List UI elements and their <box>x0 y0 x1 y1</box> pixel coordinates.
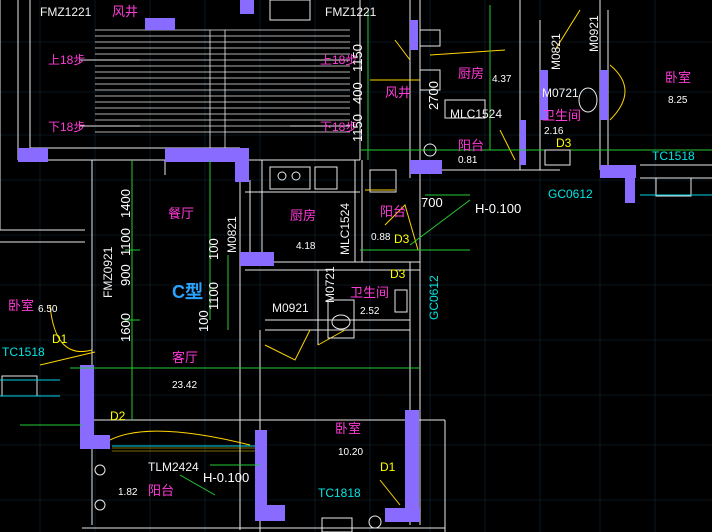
area-balcony-center: 0.88 <box>371 232 391 243</box>
area-bath-center: 2.52 <box>360 306 380 317</box>
window-lines <box>0 194 712 447</box>
dim-1100-right: 1100 <box>206 282 221 310</box>
room-kitchen-right: 厨房 <box>458 66 484 81</box>
room-bedroom-bottom: 卧室 <box>335 421 361 436</box>
area-bedroom-left: 6.50 <box>38 304 58 315</box>
dim-1400: 1400 <box>118 189 133 218</box>
tag-d1-bottom: D1 <box>380 460 396 474</box>
area-bedroom-right: 8.25 <box>668 95 688 106</box>
area-bath-right: 2.16 <box>544 126 564 137</box>
door-label-m0721-center: M0721 <box>323 266 337 303</box>
door-label-m0821-right: M0821 <box>549 33 563 70</box>
elevation-center: H-0.100 <box>475 201 521 216</box>
stair-arrows <box>80 59 350 127</box>
stair-down-right: 下18步 <box>320 120 357 134</box>
stair-treads <box>95 29 350 148</box>
dim-1150-lower: 1150 <box>350 114 365 142</box>
dim-100-upper: 100 <box>206 238 221 260</box>
dim-400: 400 <box>350 82 365 104</box>
balcony-hatch <box>112 447 255 452</box>
tag-d3-bath: D3 <box>390 267 406 281</box>
area-bedroom-bottom: 10.20 <box>338 447 363 458</box>
door-label-mlc-center: MLC1524 <box>338 203 352 255</box>
window-label-tc1818: TC1818 <box>318 486 361 500</box>
room-balcony-bottom: 阳台 <box>148 483 174 498</box>
door-label-m0721-right: M0721 <box>542 86 579 100</box>
dim-700: 700 <box>421 195 443 210</box>
door-label-fmz-right: FMZ1221 <box>325 5 377 19</box>
structural-columns <box>18 0 636 522</box>
shaft-label-left: 风井 <box>112 4 138 19</box>
area-kitchen-center: 4.18 <box>296 241 316 252</box>
unit-type-label: C型 <box>172 281 203 302</box>
room-balcony-center: 阳台 <box>380 204 406 219</box>
room-balcony-right: 阳台 <box>458 138 484 153</box>
window-label-tc1518-right: TC1518 <box>652 149 695 163</box>
stair-up-right: 上18步 <box>320 53 357 67</box>
area-balcony-right: 0.81 <box>458 155 478 166</box>
room-dining: 餐厅 <box>168 206 194 221</box>
tag-d1-left: D1 <box>52 332 68 346</box>
door-swings <box>39 9 626 506</box>
dim-1150-upper: 1150 <box>350 44 365 72</box>
area-kitchen-right: 4.37 <box>492 74 512 85</box>
window-label-gc0612-right: GC0612 <box>548 187 593 201</box>
door-label-mlc-right: MLC1524 <box>450 107 502 121</box>
stair-down-left: 下18步 <box>48 120 85 134</box>
dim-1100-left: 1100 <box>118 228 133 256</box>
door-label-fmz-vertical: FMZ0921 <box>101 246 115 298</box>
window-label-gc0612-center: GC0612 <box>427 275 441 320</box>
room-living: 客厅 <box>172 350 198 365</box>
dim-100-lower: 100 <box>196 310 211 332</box>
area-living: 23.42 <box>172 380 197 391</box>
tag-d3-center: D3 <box>394 232 410 246</box>
room-bedroom-right: 卧室 <box>665 70 691 85</box>
door-label-fmz-left: FMZ1221 <box>40 5 92 19</box>
door-label-tlm: TLM2424 <box>148 460 199 474</box>
tag-d2: D2 <box>110 409 126 423</box>
door-label-m0921: M0921 <box>272 301 309 315</box>
door-label-m0921-top: M0921 <box>587 15 601 52</box>
dim-2700: 2700 <box>426 81 441 110</box>
stair-up-left: 上18步 <box>48 53 85 67</box>
shaft-label-right: 风井 <box>385 85 411 100</box>
dimension-lines <box>20 5 712 496</box>
elevation-bottom: H-0.100 <box>203 470 249 485</box>
room-kitchen-center: 厨房 <box>290 208 316 223</box>
room-bath-right: 卫生间 <box>542 108 581 123</box>
fixtures <box>1 0 692 532</box>
door-label-m0821-center: M0821 <box>225 216 239 253</box>
tag-d3-right: D3 <box>556 136 572 150</box>
room-bath-center: 卫生间 <box>350 285 389 300</box>
dim-1600: 1600 <box>118 313 133 342</box>
dim-900: 900 <box>118 264 133 286</box>
window-label-tc1518-left: TC1518 <box>2 345 45 359</box>
room-bedroom-left: 卧室 <box>8 298 34 313</box>
area-balcony-bottom: 1.82 <box>118 487 138 498</box>
